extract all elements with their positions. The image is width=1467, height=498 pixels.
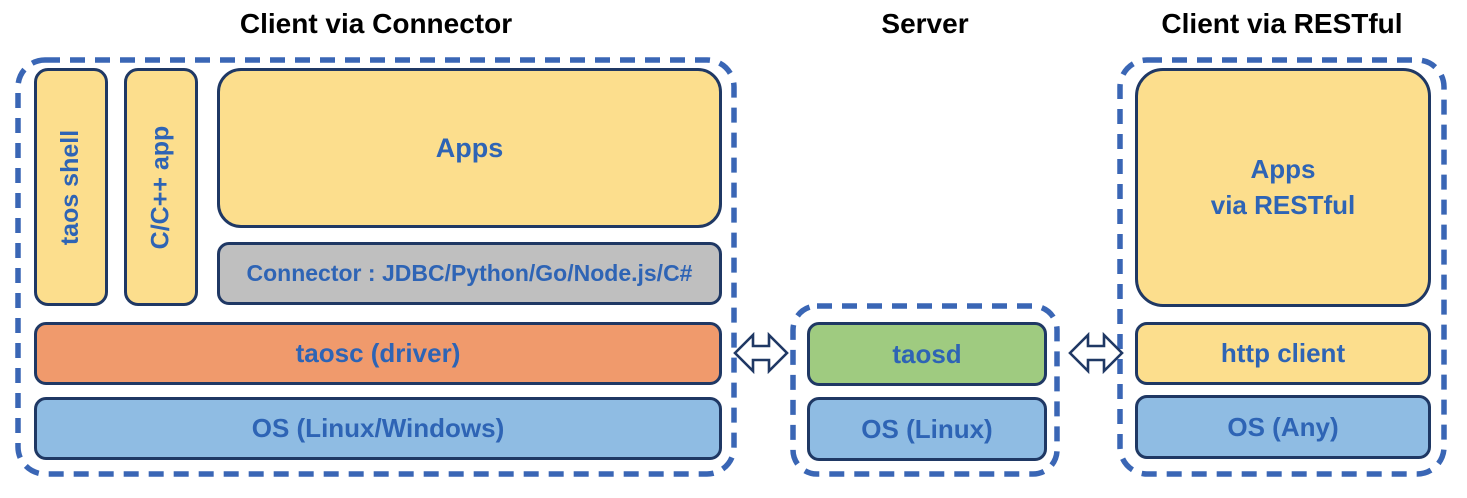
bidirectional-arrow-icon	[733, 331, 789, 375]
client-restful-group-border	[1117, 57, 1447, 477]
connector-box: Connector : JDBC/Python/Go/Node.js/C#	[217, 242, 722, 305]
bidirectional-arrow-icon	[1068, 331, 1124, 375]
os-linux-box: OS (Linux)	[807, 397, 1047, 461]
os-linux-windows-box: OS (Linux/Windows)	[34, 397, 722, 460]
taosd-box: taosd	[807, 322, 1047, 386]
section-title-client-restful: Client via RESTful	[1161, 8, 1403, 39]
apps-box: Apps	[217, 68, 722, 228]
section-title-client-connector: Client via Connector	[239, 8, 513, 39]
section-title-server: Server	[881, 8, 969, 39]
server-group-border	[790, 303, 1060, 477]
client-connector-group-border	[15, 57, 737, 477]
os-any-box: OS (Any)	[1135, 395, 1431, 459]
taos-shell-label: taos shell	[56, 129, 85, 245]
c-cpp-app-box: C/C++ app	[124, 68, 198, 306]
taosc-driver-box: taosc (driver)	[34, 322, 722, 385]
http-client-box: http client	[1135, 322, 1431, 385]
taos-shell-box: taos shell	[34, 68, 108, 306]
apps-via-restful-box: Apps via RESTful	[1135, 68, 1431, 307]
c-cpp-app-label: C/C++ app	[146, 125, 175, 249]
